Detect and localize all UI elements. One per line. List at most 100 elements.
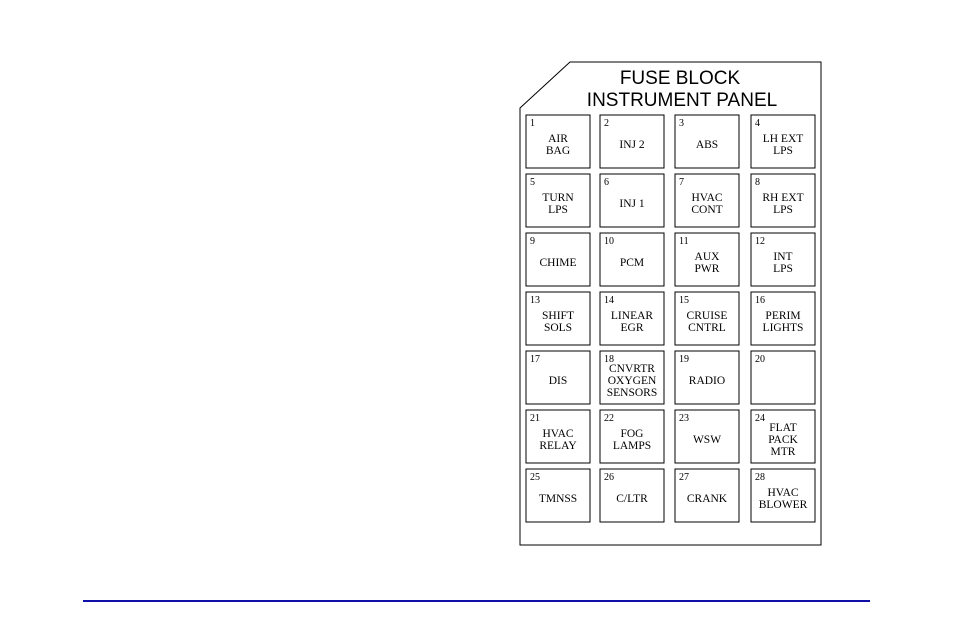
fuse-label: RADIO: [689, 375, 725, 387]
fuse-label: CRUISE: [687, 310, 728, 322]
fuse-slot: [525, 468, 591, 523]
fuse-label: RH EXT: [762, 192, 803, 204]
fuse-number: 10: [604, 236, 614, 247]
fuse-slot: [525, 409, 591, 464]
fuse-number: 7: [679, 177, 684, 188]
fuse-slot: [525, 232, 591, 287]
fuse-number: 14: [604, 295, 614, 306]
fuse-number: 9: [530, 236, 535, 247]
fuse-slot: [674, 468, 740, 523]
fuse-label: RELAY: [539, 440, 577, 452]
fuse-label: PCM: [620, 257, 644, 269]
fuse-number: 20: [755, 354, 765, 365]
fuse-slot: [599, 468, 665, 523]
fuse-label: MTR: [771, 446, 796, 458]
fuse-slot: [599, 291, 665, 346]
fuse-label: HVAC: [542, 428, 573, 440]
fuse-slot: [750, 232, 816, 287]
fuse-number: 1: [530, 118, 535, 129]
fuse-slot: [525, 114, 591, 169]
fuse-slot: [750, 173, 816, 228]
fuse-slot: [599, 409, 665, 464]
fuse-number: 13: [530, 295, 540, 306]
fuse-slot: [674, 114, 740, 169]
fuse-label: LIGHTS: [763, 322, 804, 334]
fuse-label: HVAC: [767, 487, 798, 499]
fuse-label: LPS: [548, 204, 568, 216]
fuse-label: LH EXT: [763, 133, 804, 145]
fuse-label: LPS: [773, 263, 793, 275]
fuse-number: 28: [755, 472, 765, 483]
fuse-label: TMNSS: [539, 493, 577, 505]
fuse-cell: 20: [750, 350, 816, 405]
fuse-slot: [599, 232, 665, 287]
fuse-number: 24: [755, 413, 765, 424]
fuse-label: FLAT: [769, 422, 796, 434]
fuse-slot: [525, 173, 591, 228]
title-line-1: FUSE BLOCK: [620, 68, 741, 89]
fuse-label: PWR: [695, 263, 720, 275]
fuse-label: LPS: [773, 204, 793, 216]
fuse-label: PACK: [768, 434, 798, 446]
fuse-label: DIS: [549, 375, 568, 387]
panel-outline: [519, 61, 822, 546]
fuse-number: 19: [679, 354, 689, 365]
fuse-label: EGR: [621, 322, 644, 334]
fuse-slot: [750, 468, 816, 523]
fuse-slot: [750, 114, 816, 169]
fuse-number: 16: [755, 295, 765, 306]
fuse-number: 27: [679, 472, 689, 483]
fuse-number: 18: [604, 354, 614, 365]
fuse-label: PERIM: [765, 310, 800, 322]
fuse-slot: [525, 291, 591, 346]
fuse-slot: [750, 409, 816, 464]
fuse-slot: [674, 291, 740, 346]
fuse-number: 6: [604, 177, 609, 188]
fuse-slot: [674, 350, 740, 405]
fuse-slot: [599, 350, 665, 405]
fuse-label: SHIFT: [542, 310, 574, 322]
fuse-slot: [674, 232, 740, 287]
fuse-number: 21: [530, 413, 540, 424]
fuse-label: HVAC: [691, 192, 722, 204]
fuse-number: 23: [679, 413, 689, 424]
fuse-label: INT: [773, 251, 792, 263]
fuse-label: C/LTR: [616, 493, 648, 505]
footer-rule: [83, 600, 870, 602]
fuse-number: 25: [530, 472, 540, 483]
fuse-number: 2: [604, 118, 609, 129]
fuse-label: INJ 2: [619, 139, 644, 151]
fuse-label: CNTRL: [688, 322, 726, 334]
fuse-label: LINEAR: [611, 310, 653, 322]
fuse-number: 3: [679, 118, 684, 129]
fuse-label: CNVRTR: [609, 363, 655, 375]
fuse-slot: [674, 173, 740, 228]
fuse-label: OXYGEN: [608, 375, 657, 387]
fuse-label: SENSORS: [607, 387, 658, 399]
fuse-slot: [750, 291, 816, 346]
fuse-label: BAG: [546, 145, 570, 157]
fuse-cell: 26C/LTR: [599, 468, 665, 523]
fuse-label: INJ 1: [619, 198, 644, 210]
fuse-number: 12: [755, 236, 765, 247]
fuse-number: 8: [755, 177, 760, 188]
